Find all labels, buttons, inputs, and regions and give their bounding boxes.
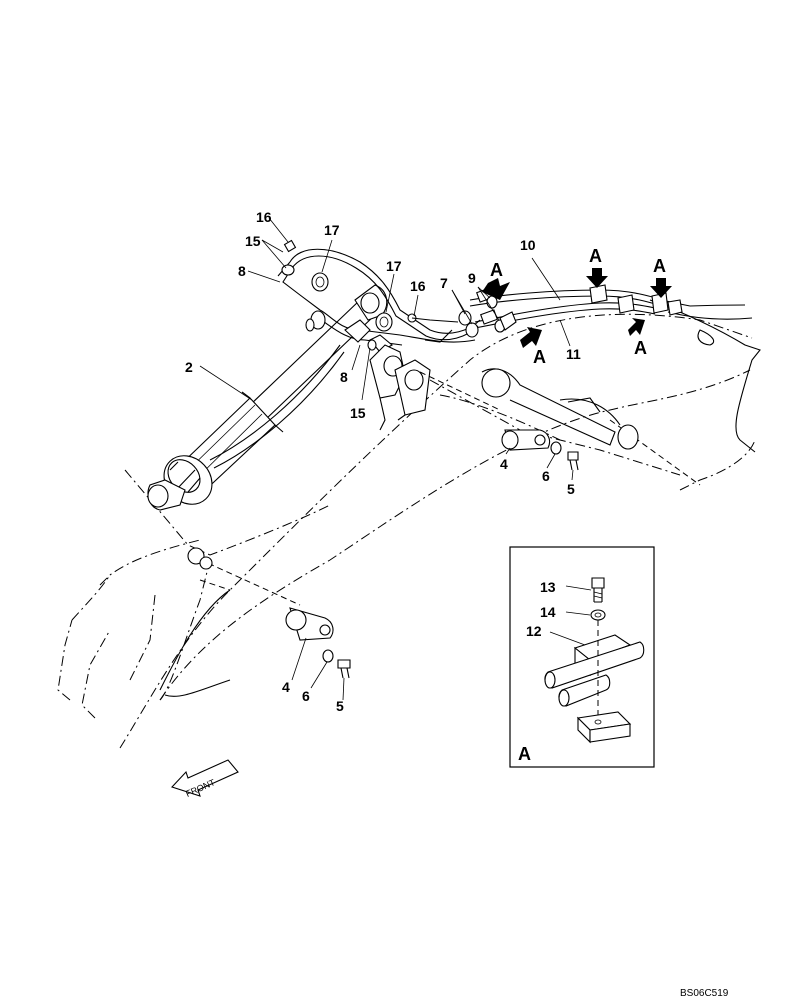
callout-4-upper: 4 <box>500 456 508 472</box>
callout-10: 10 <box>520 237 536 253</box>
view-arrow-4 <box>650 278 672 298</box>
boom-end <box>609 299 761 486</box>
callout-13: 13 <box>540 579 556 595</box>
callout-8-mid: 8 <box>340 369 348 385</box>
callout-12: 12 <box>526 623 542 639</box>
boom-foot <box>159 589 231 697</box>
view-arrow-3 <box>586 268 608 288</box>
callout-16-top: 16 <box>256 209 272 225</box>
view-label-a-5: A <box>634 338 647 358</box>
view-arrow-2 <box>520 327 542 348</box>
callout-5-lower: 5 <box>336 698 344 714</box>
callout-8-top: 8 <box>238 263 246 279</box>
boom-bracket <box>369 344 431 431</box>
boom-outline <box>57 313 756 749</box>
bolt-13 <box>591 577 605 589</box>
callout-6-upper: 6 <box>542 468 550 484</box>
upper-pin <box>419 368 639 471</box>
lower-pin <box>187 547 351 679</box>
detail-title: A <box>518 744 531 764</box>
washer-14 <box>590 609 606 621</box>
leader-lines <box>199 217 574 701</box>
view-label-a-4: A <box>653 256 666 276</box>
callout-9: 9 <box>468 270 476 286</box>
view-label-a-3: A <box>589 246 602 266</box>
arm-cylinder <box>147 284 388 511</box>
detail-a-box: 13 14 12 A <box>509 546 655 768</box>
view-arrow-5 <box>628 318 645 336</box>
callout-14: 14 <box>540 604 556 620</box>
callouts: 2 16 15 8 17 17 16 7 9 10 11 8 15 4 6 5 … <box>185 209 666 714</box>
callout-4-lower: 4 <box>282 679 290 695</box>
view-arrows <box>482 268 672 348</box>
callout-17-right: 17 <box>386 258 402 274</box>
callout-6-lower: 6 <box>302 688 310 704</box>
front-arrow: FRONT <box>171 759 239 799</box>
callout-15-mid: 15 <box>350 405 366 421</box>
boom-hoses <box>411 284 753 343</box>
callout-17-left: 17 <box>324 222 340 238</box>
view-label-a-1: A <box>490 260 503 280</box>
view-label-a-2: A <box>533 347 546 367</box>
callout-5-upper: 5 <box>567 481 575 497</box>
callout-16-right: 16 <box>410 278 426 294</box>
callout-2: 2 <box>185 359 193 375</box>
callout-7: 7 <box>440 275 448 291</box>
view-arrow-1 <box>482 278 510 300</box>
drawing-code: BS06C519 <box>680 988 729 999</box>
callout-11: 11 <box>566 346 581 362</box>
upper-hoses <box>277 239 481 353</box>
callout-15-top: 15 <box>245 233 261 249</box>
